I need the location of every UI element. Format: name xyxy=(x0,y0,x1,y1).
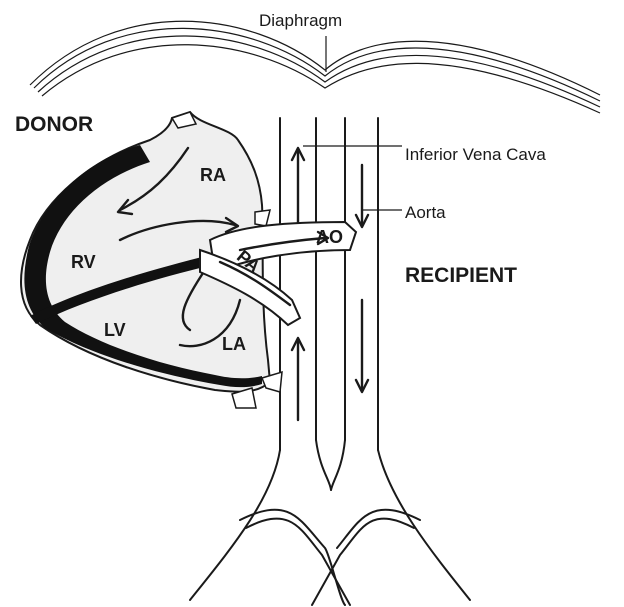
recipient-label: RECIPIENT xyxy=(405,264,517,287)
aorta-graft-label: AO xyxy=(316,227,343,247)
left-atrium-label: LA xyxy=(222,334,246,354)
diaphragm xyxy=(30,21,600,113)
diaphragm-label: Diaphragm xyxy=(259,11,342,30)
inferior-vena-cava-label: Inferior Vena Cava xyxy=(405,145,546,164)
right-atrium-label: RA xyxy=(200,165,226,185)
left-ventricle-label: LV xyxy=(104,320,126,340)
aorta-label: Aorta xyxy=(405,203,446,222)
donor-label: DONOR xyxy=(15,113,93,136)
right-ventricle-label: RV xyxy=(71,252,96,272)
flow-arrows-recipient xyxy=(292,148,368,420)
